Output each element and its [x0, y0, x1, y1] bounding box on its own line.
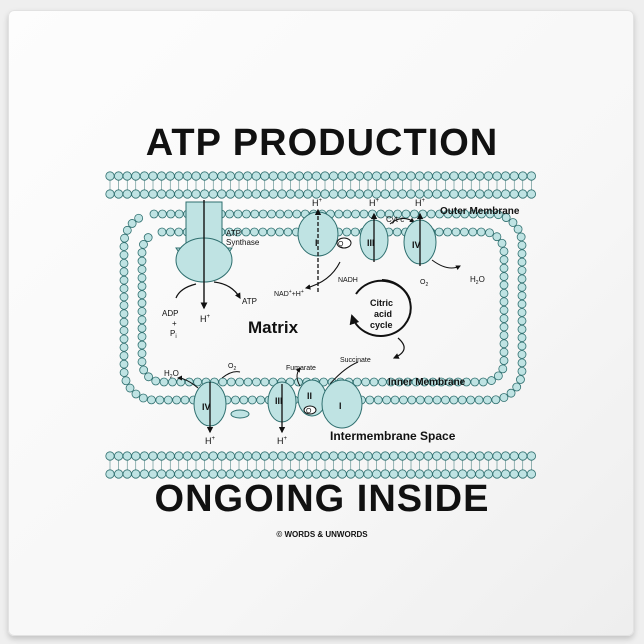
title-top: ATP PRODUCTION [145, 122, 499, 164]
complex-iv-top [403, 212, 461, 271]
atp-label: ATP [242, 297, 257, 306]
o2-top-label: O2 [420, 279, 428, 288]
complex-iii-bottom [267, 381, 297, 434]
complex-ii-bottom [295, 361, 359, 417]
complex-ii-bottom-label: II [307, 391, 312, 401]
citric-label-2: acid [374, 309, 392, 319]
atp-synthase-label-1: ATP [226, 229, 241, 238]
inner-membrane-label: Inner Membrane [388, 377, 466, 388]
complex-iii-top [359, 212, 415, 262]
cyt-c-label: Cyt c [386, 215, 404, 224]
complex-i-bottom [321, 379, 363, 429]
citric-acid-cycle [349, 279, 412, 359]
nad-label: NAD++H+ [274, 289, 304, 298]
complex-iii-top-label: III [367, 238, 375, 248]
plus-label: + [172, 319, 177, 328]
complex-iii-bottom-label: III [275, 396, 283, 406]
nadh-label: NADH [338, 277, 358, 284]
h-plus-bottom-iv: H+ [205, 436, 216, 446]
outer-membrane-label: Outer Membrane [440, 206, 520, 217]
fumarate-label: Fumarate [286, 365, 316, 372]
citric-label-3: cycle [370, 320, 393, 330]
intermembrane-space-label: Intermembrane Space [330, 429, 456, 443]
complex-iv-bottom-label: IV [202, 402, 211, 412]
o2-bottom-label: O2 [228, 363, 236, 372]
h-plus-complex-i: H+ [312, 198, 323, 208]
adp-label: ADP [162, 309, 178, 318]
copyright: © WORDS & UNWORDS [276, 530, 368, 539]
pi-label: Pi [170, 329, 177, 340]
matrix-label: Matrix [248, 318, 299, 337]
citric-label-1: Citric [370, 298, 393, 308]
atp-synthase [175, 200, 241, 310]
magnet-tile [8, 10, 634, 636]
h2o-bottom-label: H2O [164, 369, 179, 380]
complex-iv-top-label: IV [412, 240, 421, 250]
outer-membrane-top [105, 171, 537, 199]
h-plus-synthase: H+ [200, 314, 211, 324]
title-bottom: ONGOING INSIDE [154, 478, 490, 520]
q-top-label: Q [338, 241, 344, 248]
succinate-label: Succinate [340, 357, 371, 364]
q-bottom-label: Q [306, 408, 312, 415]
complex-iv-bottom [177, 371, 250, 434]
atp-synthase-label-2: Synthase [226, 238, 260, 247]
h-plus-complex-iv: H+ [415, 198, 426, 208]
h-plus-complex-iii: H+ [369, 198, 380, 208]
complex-i-bottom-label: I [339, 401, 342, 411]
outer-membrane-bottom [105, 451, 537, 479]
complex-i-top [297, 208, 352, 292]
h2o-top-label: H2O [470, 275, 485, 286]
complex-i-top-label: I [315, 238, 318, 248]
h-plus-bottom-iii: H+ [277, 436, 288, 446]
